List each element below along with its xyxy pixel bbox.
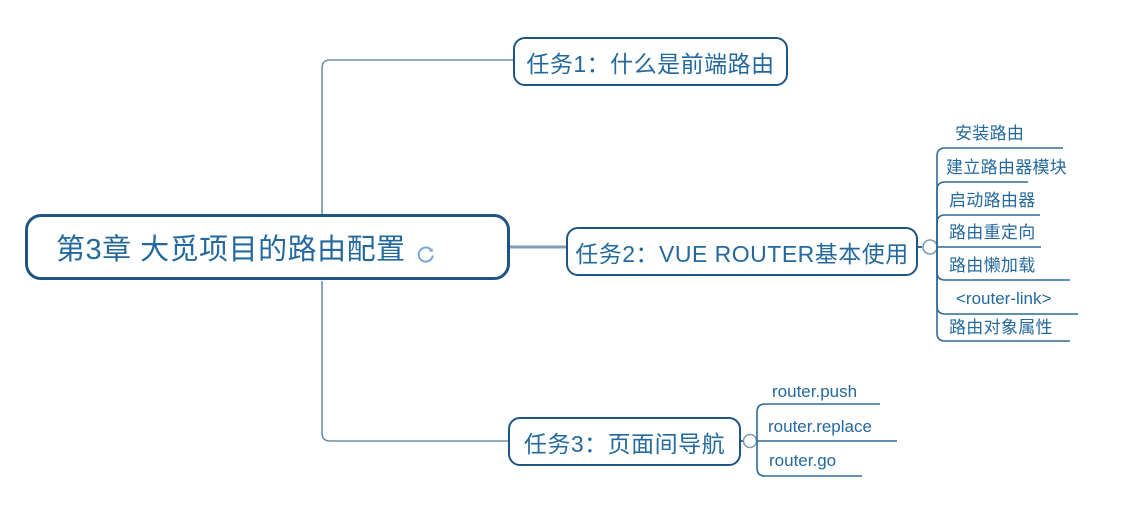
branch-node-task3[interactable]: 任务3：页面间导航 (508, 417, 741, 466)
leaf-node[interactable]: router.go (769, 451, 837, 470)
refresh-icon (416, 240, 436, 263)
leaf-node[interactable]: 路由重定向 (949, 223, 1036, 242)
leaf-node[interactable]: 路由懒加载 (949, 256, 1036, 275)
branch-node-task2[interactable]: 任务2：VUE ROUTER基本使用 (566, 227, 918, 276)
link-root-to-task1 (321, 59, 513, 214)
leaf-node[interactable]: router.replace (768, 417, 872, 436)
branch-label-task2: 任务2：VUE ROUTER基本使用 (575, 240, 909, 267)
link-root-to-task3 (321, 281, 508, 442)
leaf-node[interactable]: 启动路由器 (949, 191, 1036, 210)
collapse-toggle-task3 (742, 433, 758, 449)
leaf-node[interactable]: 路由对象属性 (949, 318, 1053, 337)
branch-label-task1: 任务1：什么是前端路由 (526, 50, 775, 77)
leaf-node[interactable]: 安装路由 (955, 124, 1025, 143)
leaf-node[interactable]: 建立路由器模块 (946, 158, 1068, 177)
leaf-node[interactable]: <router-link> (956, 289, 1052, 308)
branch-label-task3: 任务3：页面间导航 (523, 430, 726, 457)
collapse-toggle-task2 (922, 239, 938, 255)
root-label: 第3章 大觅项目的路由配置 (56, 234, 406, 266)
branch-node-task1[interactable]: 任务1：什么是前端路由 (513, 37, 788, 86)
leaf-node[interactable]: router.push (772, 382, 858, 401)
root-node[interactable]: 第3章 大觅项目的路由配置 (25, 214, 510, 280)
